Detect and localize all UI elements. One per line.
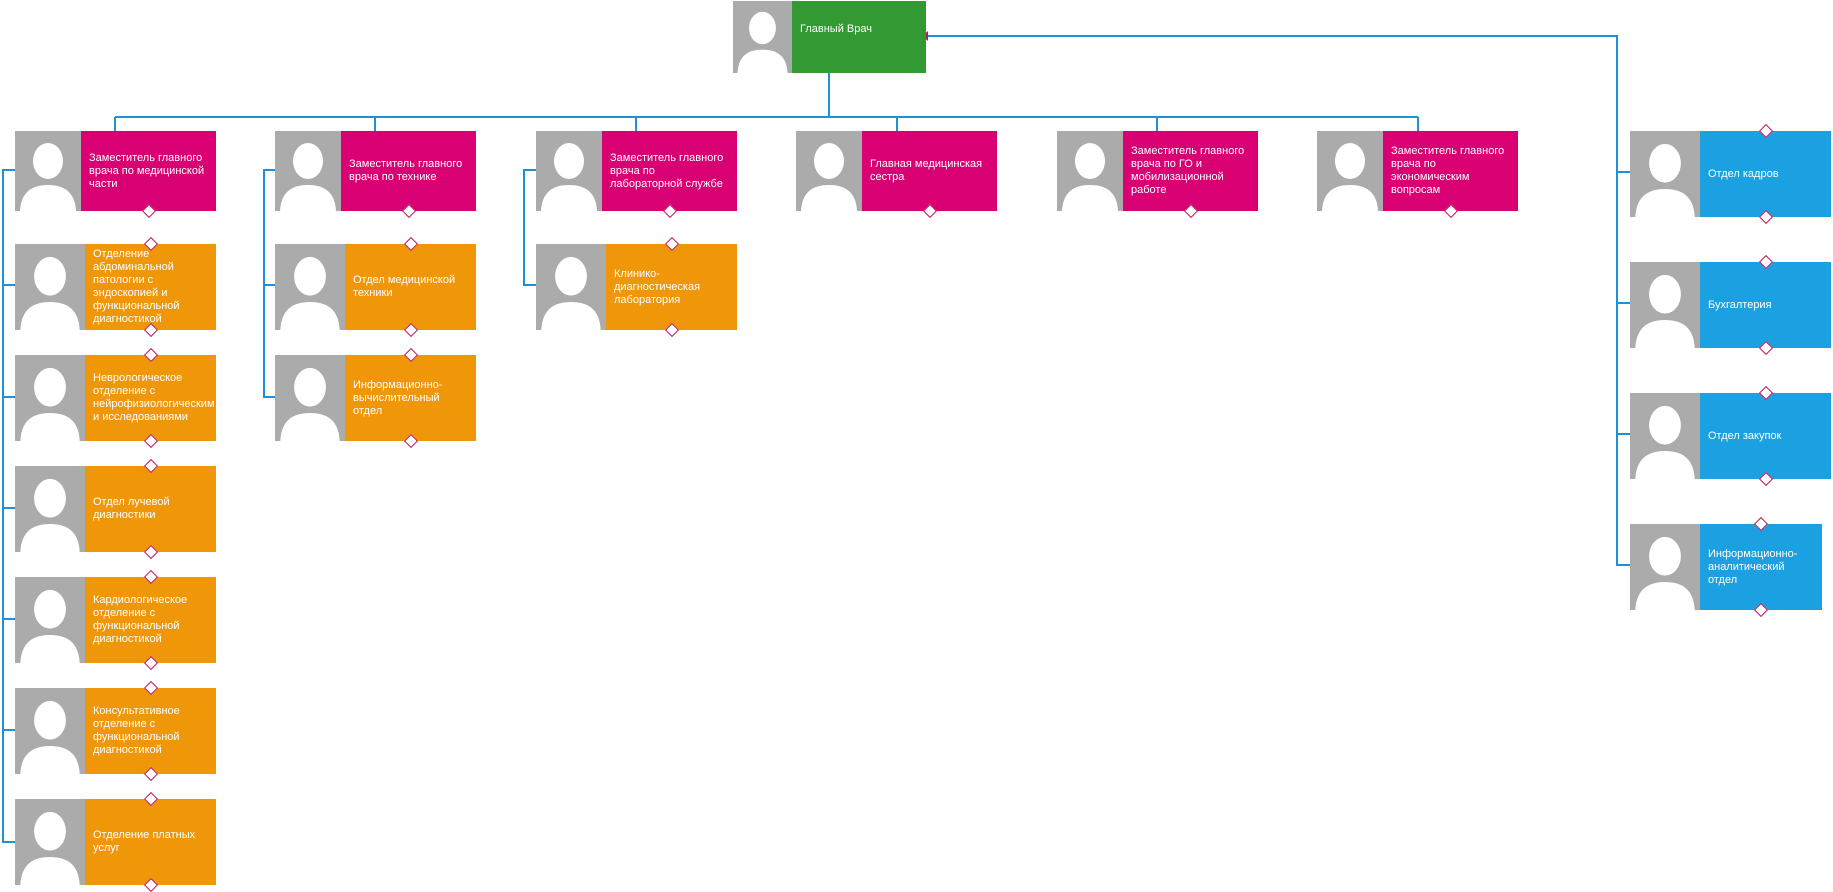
department-node-9[interactable]: Клинико-диагностическая лаборатория [536,236,737,338]
department-node-4-panel: Кардиологическое отделение с функциональ… [85,577,216,663]
staff-node-3[interactable]: Отдел закупок [1630,385,1831,487]
person-avatar-icon [15,131,81,211]
department-node-5[interactable]: Консультативное отделение с функциональн… [15,680,216,782]
deputy-node-1[interactable]: Заместитель главного врача по медицинско… [15,131,216,219]
person-avatar-icon [15,577,85,663]
person-avatar-icon [15,244,85,330]
person-avatar-icon [733,1,792,73]
root-node[interactable]: Главный Врач [733,1,926,73]
staff-node-2[interactable]: Бухгалтерия [1630,254,1831,356]
staff-node-2-panel: Бухгалтерия [1700,262,1831,348]
staff-node-4-panel: Информационно-аналитический отдел [1700,524,1822,610]
person-avatar-icon [15,688,85,774]
staff-node-3-panel: Отдел закупок [1700,393,1831,479]
department-node-3-title: Отдел лучевой диагностики [93,496,170,521]
department-node-2-panel: Неврологическое отделение с нейрофизиоло… [85,355,216,441]
staff-node-1-panel: Отдел кадров [1700,131,1831,217]
staff-node-1[interactable]: Отдел кадров [1630,123,1831,225]
department-node-9-panel: Клинико-диагностическая лаборатория [606,244,737,330]
deputy-node-1-panel: Заместитель главного врача по медицинско… [81,131,216,211]
root-node-panel: Главный Врач [792,1,926,73]
department-node-8[interactable]: Информационно-вычислительный отдел [275,347,476,449]
deputy-node-2-title: Заместитель главного врача по технике [349,158,463,183]
deputy-node-6-title: Заместитель главного врача по экономичес… [1391,145,1505,196]
person-avatar-icon [1057,131,1123,211]
deputy-node-6[interactable]: Заместитель главного врача по экономичес… [1317,131,1518,219]
deputy-node-4-panel: Главная медицинская сестра [862,131,997,211]
deputy-node-3-panel: Заместитель главного врача по лабораторн… [602,131,737,211]
connector-branch-staff [924,35,1630,566]
person-avatar-icon [1630,524,1700,610]
person-avatar-icon [15,799,85,885]
department-node-7-title: Отдел медицинской техники [353,274,456,299]
connector-branch-technical [263,169,275,398]
person-avatar-icon [275,131,341,211]
person-avatar-icon [15,466,85,552]
staff-node-1-title: Отдел кадров [1708,167,1779,180]
person-avatar-icon [1317,131,1383,211]
person-avatar-icon [275,355,345,441]
department-node-8-title: Информационно-вычислительный отдел [353,378,443,417]
person-avatar-icon [15,355,85,441]
deputy-node-4[interactable]: Главная медицинская сестра [796,131,997,219]
deputy-node-6-panel: Заместитель главного врача по экономичес… [1383,131,1518,211]
person-avatar-icon [536,244,606,330]
staff-node-4[interactable]: Информационно-аналитический отдел [1630,516,1822,618]
staff-node-2-title: Бухгалтерия [1708,298,1772,311]
department-node-3-panel: Отдел лучевой диагностики [85,466,216,552]
deputy-node-5[interactable]: Заместитель главного врача по ГО и мобил… [1057,131,1258,219]
connector-branch-medical [2,169,15,843]
department-node-3[interactable]: Отдел лучевой диагностики [15,458,216,560]
department-node-4[interactable]: Кардиологическое отделение с функциональ… [15,569,216,671]
person-avatar-icon [1630,131,1700,217]
department-node-6[interactable]: Отделение платных услуг [15,791,216,892]
department-node-5-panel: Консультативное отделение с функциональн… [85,688,216,774]
department-node-1-title: Отделение абдоминальной патологии с эндо… [93,248,180,325]
department-node-5-title: Консультативное отделение с функциональн… [93,705,180,756]
person-avatar-icon [275,244,345,330]
department-node-6-title: Отделение платных услуг [93,829,196,854]
deputy-node-2-panel: Заместитель главного врача по технике [341,131,476,211]
deputy-node-3[interactable]: Заместитель главного врача по лабораторн… [536,131,737,219]
department-node-6-panel: Отделение платных услуг [85,799,216,885]
deputy-node-5-panel: Заместитель главного врача по ГО и мобил… [1123,131,1258,211]
root-node-title: Главный Врач [800,23,872,35]
department-node-1[interactable]: Отделение абдоминальной патологии с эндо… [15,236,216,338]
staff-node-4-title: Информационно-аналитический отдел [1708,547,1798,586]
deputy-node-2[interactable]: Заместитель главного врача по технике [275,131,476,219]
person-avatar-icon [796,131,862,211]
department-node-8-panel: Информационно-вычислительный отдел [345,355,476,441]
department-node-7-panel: Отдел медицинской техники [345,244,476,330]
department-node-2[interactable]: Неврологическое отделение с нейрофизиоло… [15,347,216,449]
person-avatar-icon [536,131,602,211]
department-node-9-title: Клинико-диагностическая лаборатория [614,267,701,306]
deputy-node-4-title: Главная медицинская сестра [870,158,983,183]
department-node-2-title: Неврологическое отделение с нейрофизиоло… [93,372,215,423]
person-avatar-icon [1630,393,1700,479]
deputy-node-3-title: Заместитель главного врача по лабораторн… [610,151,724,190]
staff-node-3-title: Отдел закупок [1708,429,1782,442]
deputy-node-1-title: Заместитель главного врача по медицинско… [89,151,205,190]
department-node-4-title: Кардиологическое отделение с функциональ… [93,594,188,645]
department-node-7[interactable]: Отдел медицинской техники [275,236,476,338]
person-avatar-icon [1630,262,1700,348]
deputy-node-5-title: Заместитель главного врача по ГО и мобил… [1131,145,1245,196]
department-node-1-panel: Отделение абдоминальной патологии с эндо… [85,244,216,330]
connector-branch-lab [523,169,536,286]
